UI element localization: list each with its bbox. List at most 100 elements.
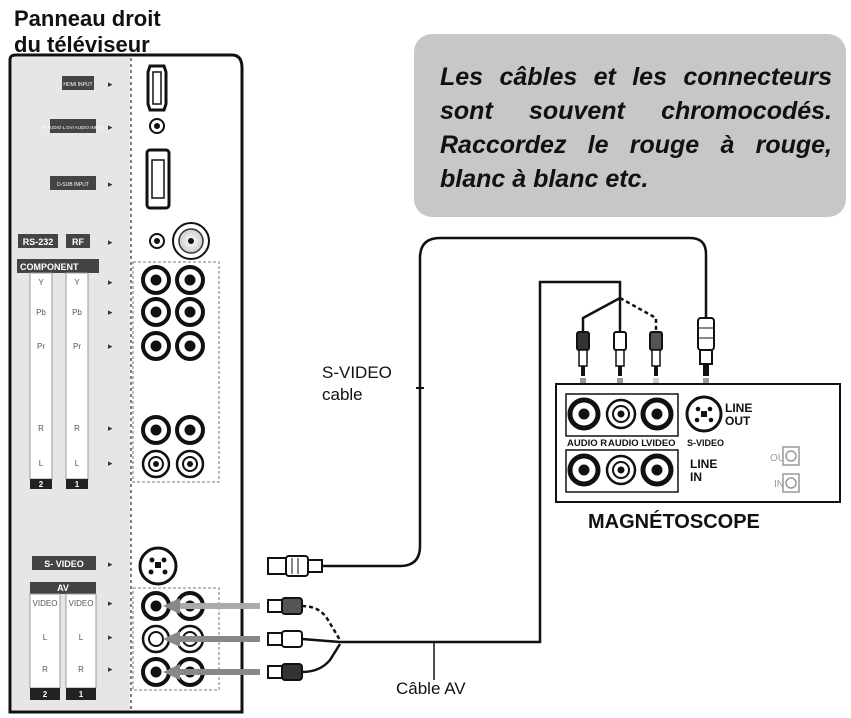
component-header xyxy=(17,259,99,273)
tv-panel-title-line1: Panneau droit xyxy=(14,6,161,31)
svg-text:Pr: Pr xyxy=(37,342,45,351)
rf-jack-icon xyxy=(172,222,210,260)
svg-text:D-SUB INPUT: D-SUB INPUT xyxy=(57,182,89,188)
svideo-cable-label-line1: S-VIDEO xyxy=(322,363,392,382)
av-col-1-footer xyxy=(66,688,96,700)
svg-text:L: L xyxy=(39,459,44,468)
av-plugs-tv xyxy=(267,597,303,681)
svg-text:▸: ▸ xyxy=(108,423,113,433)
rf-badge: RF ▸ xyxy=(66,234,113,248)
svg-text:▸: ▸ xyxy=(108,237,113,247)
vcr-svideo-jack-icon xyxy=(685,395,723,433)
av-cable xyxy=(301,280,658,674)
component-col-1-number: 1 xyxy=(75,480,80,489)
note-callout xyxy=(414,34,846,217)
svg-text:R: R xyxy=(38,424,44,433)
svg-text:VIDEO: VIDEO xyxy=(33,599,58,608)
svg-text:VIDEO: VIDEO xyxy=(69,599,94,608)
svg-text:▸: ▸ xyxy=(108,632,113,642)
tv-svideo-jack-icon xyxy=(138,546,178,586)
component-jack-group xyxy=(132,261,220,483)
note-text: Les câbles et les connecteurs sont souve… xyxy=(440,63,832,193)
av-col-1 xyxy=(65,593,97,689)
vcr-name: MAGNÉTOSCOPE xyxy=(588,511,760,533)
svg-text:▸: ▸ xyxy=(108,122,113,132)
dsub-port-icon xyxy=(145,148,171,210)
svg-text:Pr: Pr xyxy=(73,342,81,351)
vcr-rf-jacks: OUT IN xyxy=(770,446,800,493)
svideo-cable-label-line2: cable xyxy=(322,385,363,404)
svg-text:▸: ▸ xyxy=(108,79,113,89)
svg-text:▸: ▸ xyxy=(108,559,113,569)
svg-text:RF: RF xyxy=(72,237,84,247)
component-label: COMPONENT xyxy=(20,262,79,272)
svideo-cable-label: S-VIDEO cable xyxy=(322,362,392,406)
vcr-rf-in-label: IN xyxy=(774,479,784,490)
svg-text:L: L xyxy=(79,633,84,642)
av-col-2-footer xyxy=(30,688,60,700)
component-jacks xyxy=(141,265,205,479)
av-col-2 xyxy=(29,593,61,689)
svideo-plug-tv xyxy=(267,555,323,577)
component-row-labels: Y Y Pb Pb Pr Pr R R L L xyxy=(36,278,82,468)
vcr-rf-out-label: OUT xyxy=(770,453,791,464)
dsub-badge: D-SUB INPUT ▸ xyxy=(50,176,113,190)
audio-dvi-badge: R-AUDIO-L DVI AUDIO INPUT ▸ xyxy=(42,119,113,133)
av-cable-label: Câble AV xyxy=(396,679,466,698)
av-label: AV xyxy=(57,583,69,593)
hdmi-badge: HDMI INPUT ▸ xyxy=(62,76,113,90)
av-header xyxy=(30,582,96,594)
vcr-in-jacks xyxy=(567,453,674,487)
svg-text:L: L xyxy=(43,633,48,642)
vcr-line-in-label: LINE xyxy=(690,457,717,471)
tv-panel-title: Panneau droit du téléviseur xyxy=(14,6,244,58)
av-col-1-number: 1 xyxy=(79,690,84,699)
svideo-badge xyxy=(32,556,96,570)
vcr-video-label: VIDEO xyxy=(646,438,676,449)
component-col-1 xyxy=(65,272,89,480)
vcr-audio-l-label: AUDIO L xyxy=(608,438,647,449)
vcr-svideo-plug xyxy=(697,317,715,376)
svg-text:RS-232: RS-232 xyxy=(23,237,54,247)
component-col-2 xyxy=(29,272,53,480)
audio-dvi-jack-icon xyxy=(149,118,165,134)
svg-text:Pb: Pb xyxy=(36,308,46,317)
tv-panel-title-line2: du téléviseur xyxy=(14,32,150,57)
component-col-2-number: 2 xyxy=(39,480,44,489)
vcr-out-jacks xyxy=(567,397,674,431)
rs232-jack-icon xyxy=(149,233,165,249)
vcr-line-out-label: LINE xyxy=(725,401,752,415)
av-col-2-number: 2 xyxy=(43,690,48,699)
svg-text:R: R xyxy=(42,665,48,674)
av-row-labels: VIDEO VIDEO L L R R xyxy=(33,599,94,674)
rs232-badge: RS-232 xyxy=(18,234,58,248)
svg-text:▸: ▸ xyxy=(108,341,113,351)
svg-text:▸: ▸ xyxy=(108,458,113,468)
svg-text:▸: ▸ xyxy=(108,277,113,287)
vcr-svideo-label: S-VIDEO xyxy=(687,438,724,448)
svg-text:▸: ▸ xyxy=(108,179,113,189)
av-insert-arrows xyxy=(163,598,260,680)
vcr-rca-plugs xyxy=(576,331,663,376)
component-col-1-footer xyxy=(66,479,88,489)
component-col-2-footer xyxy=(30,479,52,489)
vcr-line-out-label2: OUT xyxy=(725,414,751,428)
svg-text:R-AUDIO-L DVI AUDIO INPUT: R-AUDIO-L DVI AUDIO INPUT xyxy=(42,125,104,130)
svideo-cable xyxy=(322,236,708,568)
vcr-audio-r-label: AUDIO R xyxy=(567,438,607,449)
svg-text:Pb: Pb xyxy=(72,308,82,317)
hdmi-port-icon xyxy=(146,64,168,112)
svideo-badge-label: S- VIDEO xyxy=(44,559,84,569)
svg-text:HDMI INPUT: HDMI INPUT xyxy=(63,82,92,88)
vcr-line-in-label2: IN xyxy=(690,470,702,484)
svg-text:R: R xyxy=(78,665,84,674)
svg-text:▸: ▸ xyxy=(108,307,113,317)
svg-text:L: L xyxy=(75,459,80,468)
svg-text:R: R xyxy=(74,424,80,433)
svg-text:▸: ▸ xyxy=(108,664,113,674)
svg-text:▸: ▸ xyxy=(108,598,113,608)
svg-text:Y: Y xyxy=(74,278,80,287)
svg-text:Y: Y xyxy=(38,278,44,287)
